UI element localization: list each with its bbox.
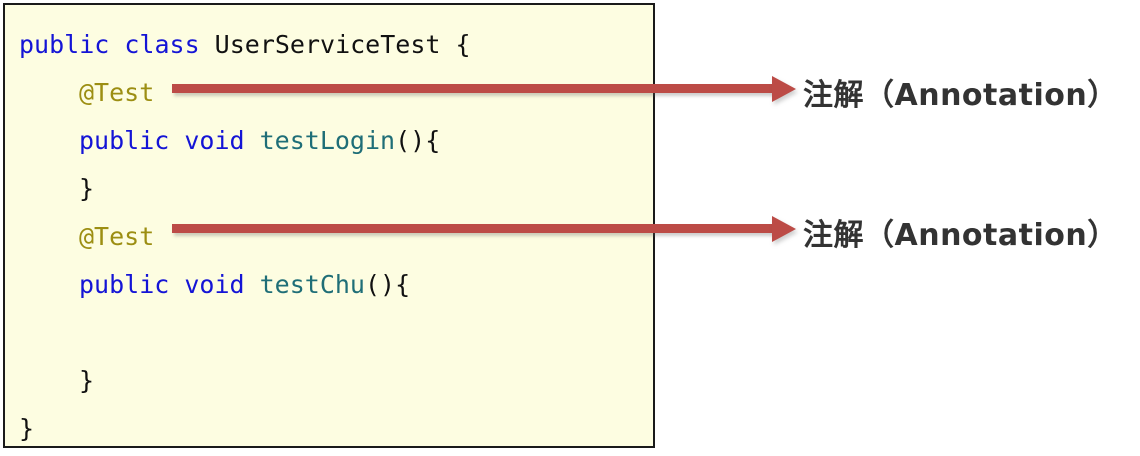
code-line: } bbox=[5, 405, 653, 446]
code-token-keyword: public void bbox=[79, 126, 260, 155]
arrow-head-icon bbox=[772, 76, 796, 102]
code-token-keyword: public class bbox=[19, 30, 215, 59]
code-token-plain: UserServiceTest { bbox=[214, 30, 471, 59]
code-line: public void testLogin(){ bbox=[5, 117, 653, 165]
code-token-method: testChu bbox=[259, 270, 365, 299]
code-line: public class UserServiceTest { bbox=[5, 21, 653, 69]
code-line: } bbox=[5, 357, 653, 405]
code-token-plain: (){ bbox=[364, 270, 411, 299]
code-block: public class UserServiceTest { @Test publi… bbox=[5, 21, 653, 446]
annotation-arrow-2 bbox=[172, 216, 796, 242]
code-line: public void testChu(){ bbox=[5, 261, 653, 309]
code-line bbox=[5, 309, 653, 357]
code-token-keyword: public void bbox=[79, 270, 260, 299]
code-token-plain: } bbox=[19, 414, 35, 443]
arrow-shaft bbox=[172, 224, 774, 233]
code-token-annotation: @Test bbox=[79, 78, 155, 107]
code-token-annotation: @Test bbox=[79, 222, 155, 251]
arrow-shaft bbox=[172, 84, 774, 93]
code-line: @Test bbox=[5, 69, 653, 117]
arrow-head-icon bbox=[772, 216, 796, 242]
code-line: @Test bbox=[5, 213, 653, 261]
code-token-method: testLogin bbox=[259, 126, 396, 155]
code-token-plain: } bbox=[79, 174, 95, 203]
callout-label-1: 注解（Annotation） bbox=[803, 78, 1118, 113]
callout-label-2: 注解（Annotation） bbox=[803, 218, 1118, 253]
code-token-plain: } bbox=[79, 366, 95, 395]
code-line: } bbox=[5, 165, 653, 213]
code-token-plain: (){ bbox=[395, 126, 441, 155]
annotation-arrow-1 bbox=[172, 76, 796, 102]
